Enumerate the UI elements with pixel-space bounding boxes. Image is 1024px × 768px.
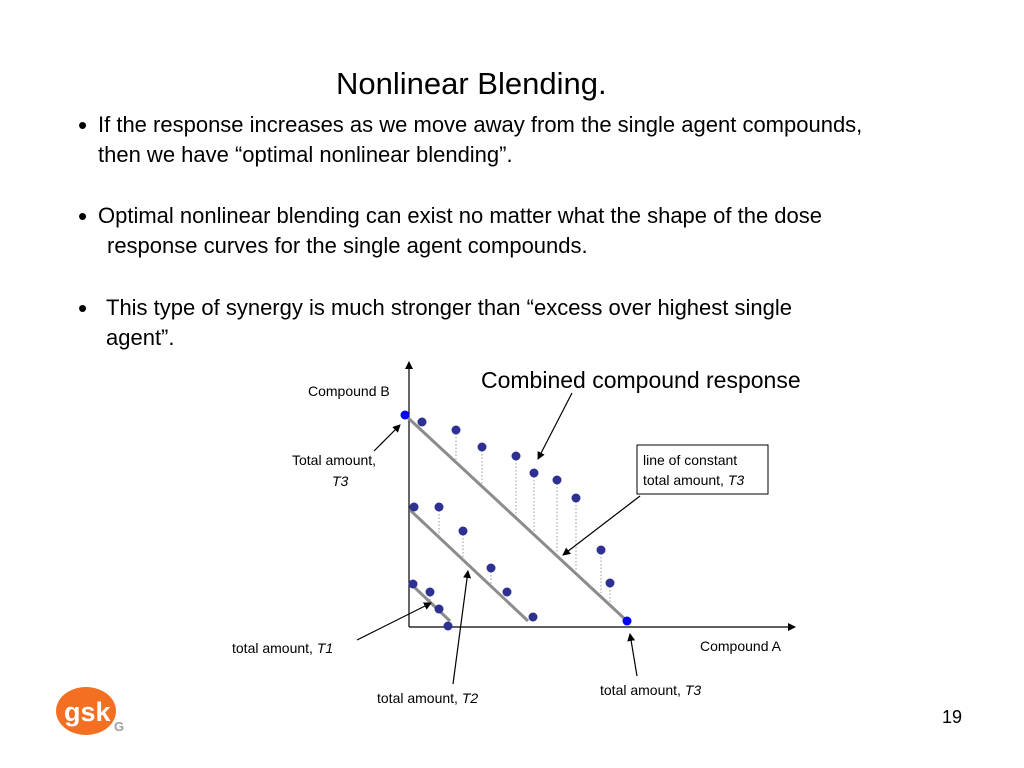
response-dot xyxy=(408,579,418,589)
logo-mark: G xyxy=(114,719,124,734)
bullet-dot: • xyxy=(78,201,88,231)
total-t3-left-label: Total amount, xyxy=(292,452,376,468)
response-dot xyxy=(477,442,487,452)
response-dot xyxy=(434,502,444,512)
bullet-dot: • xyxy=(78,293,88,323)
drop-lines xyxy=(429,430,611,603)
iso-line-t2 xyxy=(408,508,530,623)
response-dot xyxy=(486,563,496,573)
constant-line-label-1: line of constant xyxy=(643,452,737,468)
constant-line-label-box xyxy=(636,444,769,495)
y-axis-label: Compound B xyxy=(308,383,390,399)
response-dot xyxy=(458,526,468,536)
response-dot xyxy=(605,578,615,588)
bullet-2-line-2: response curves for the single agent com… xyxy=(107,233,588,258)
arrow-combined xyxy=(537,392,573,460)
x-axis-label: Compound A xyxy=(700,638,782,654)
page-number: 19 xyxy=(942,707,963,727)
endpoint-dot-a xyxy=(622,616,632,626)
arrow-constant-line xyxy=(562,495,641,556)
bullet-dot: • xyxy=(78,110,88,140)
total-t2-label: total amount, T2 xyxy=(377,690,478,706)
endpoint-dot-b xyxy=(400,410,410,420)
logo-orange-shape xyxy=(56,687,116,735)
total-t1-label: total amount, T1 xyxy=(232,640,333,656)
bullet-2-line-1: Optimal nonlinear blending can exist no … xyxy=(98,203,823,228)
bullet-1-line-2: then we have “optimal nonlinear blending… xyxy=(98,142,513,167)
iso-line-t3 xyxy=(403,413,629,623)
response-dot xyxy=(451,425,461,435)
response-dot xyxy=(596,545,606,555)
gsk-logo: gsk G xyxy=(56,687,124,735)
response-dot xyxy=(552,475,562,485)
arrow-total-t3-left xyxy=(373,424,401,452)
constant-line-label-2: total amount, T3 xyxy=(643,472,744,488)
response-dot xyxy=(417,417,427,427)
combined-response-label: Combined compound response xyxy=(481,367,801,393)
response-dots xyxy=(408,417,615,631)
slide-title: Nonlinear Blending. xyxy=(336,66,607,101)
arrow-total-t3-bottom xyxy=(627,633,638,677)
bullet-3-line-2: agent”. xyxy=(106,325,175,350)
bullet-3-line-1: This type of synergy is much stronger th… xyxy=(106,295,792,320)
response-dot xyxy=(434,604,444,614)
response-dot xyxy=(529,468,539,478)
total-t3-bottom-label: total amount, T3 xyxy=(600,682,701,698)
response-dot xyxy=(443,621,453,631)
logo-wordmark: gsk xyxy=(64,697,112,727)
response-dot xyxy=(511,451,521,461)
response-dot xyxy=(571,493,581,503)
response-dot xyxy=(409,502,419,512)
total-t3-left-symbol: T3 xyxy=(332,473,349,489)
bullet-1-line-1: If the response increases as we move awa… xyxy=(98,112,863,137)
response-dot xyxy=(425,587,435,597)
arrow-total-t1 xyxy=(356,602,432,641)
response-dot xyxy=(528,612,538,622)
arrow-total-t2 xyxy=(452,570,472,685)
response-dot xyxy=(502,587,512,597)
